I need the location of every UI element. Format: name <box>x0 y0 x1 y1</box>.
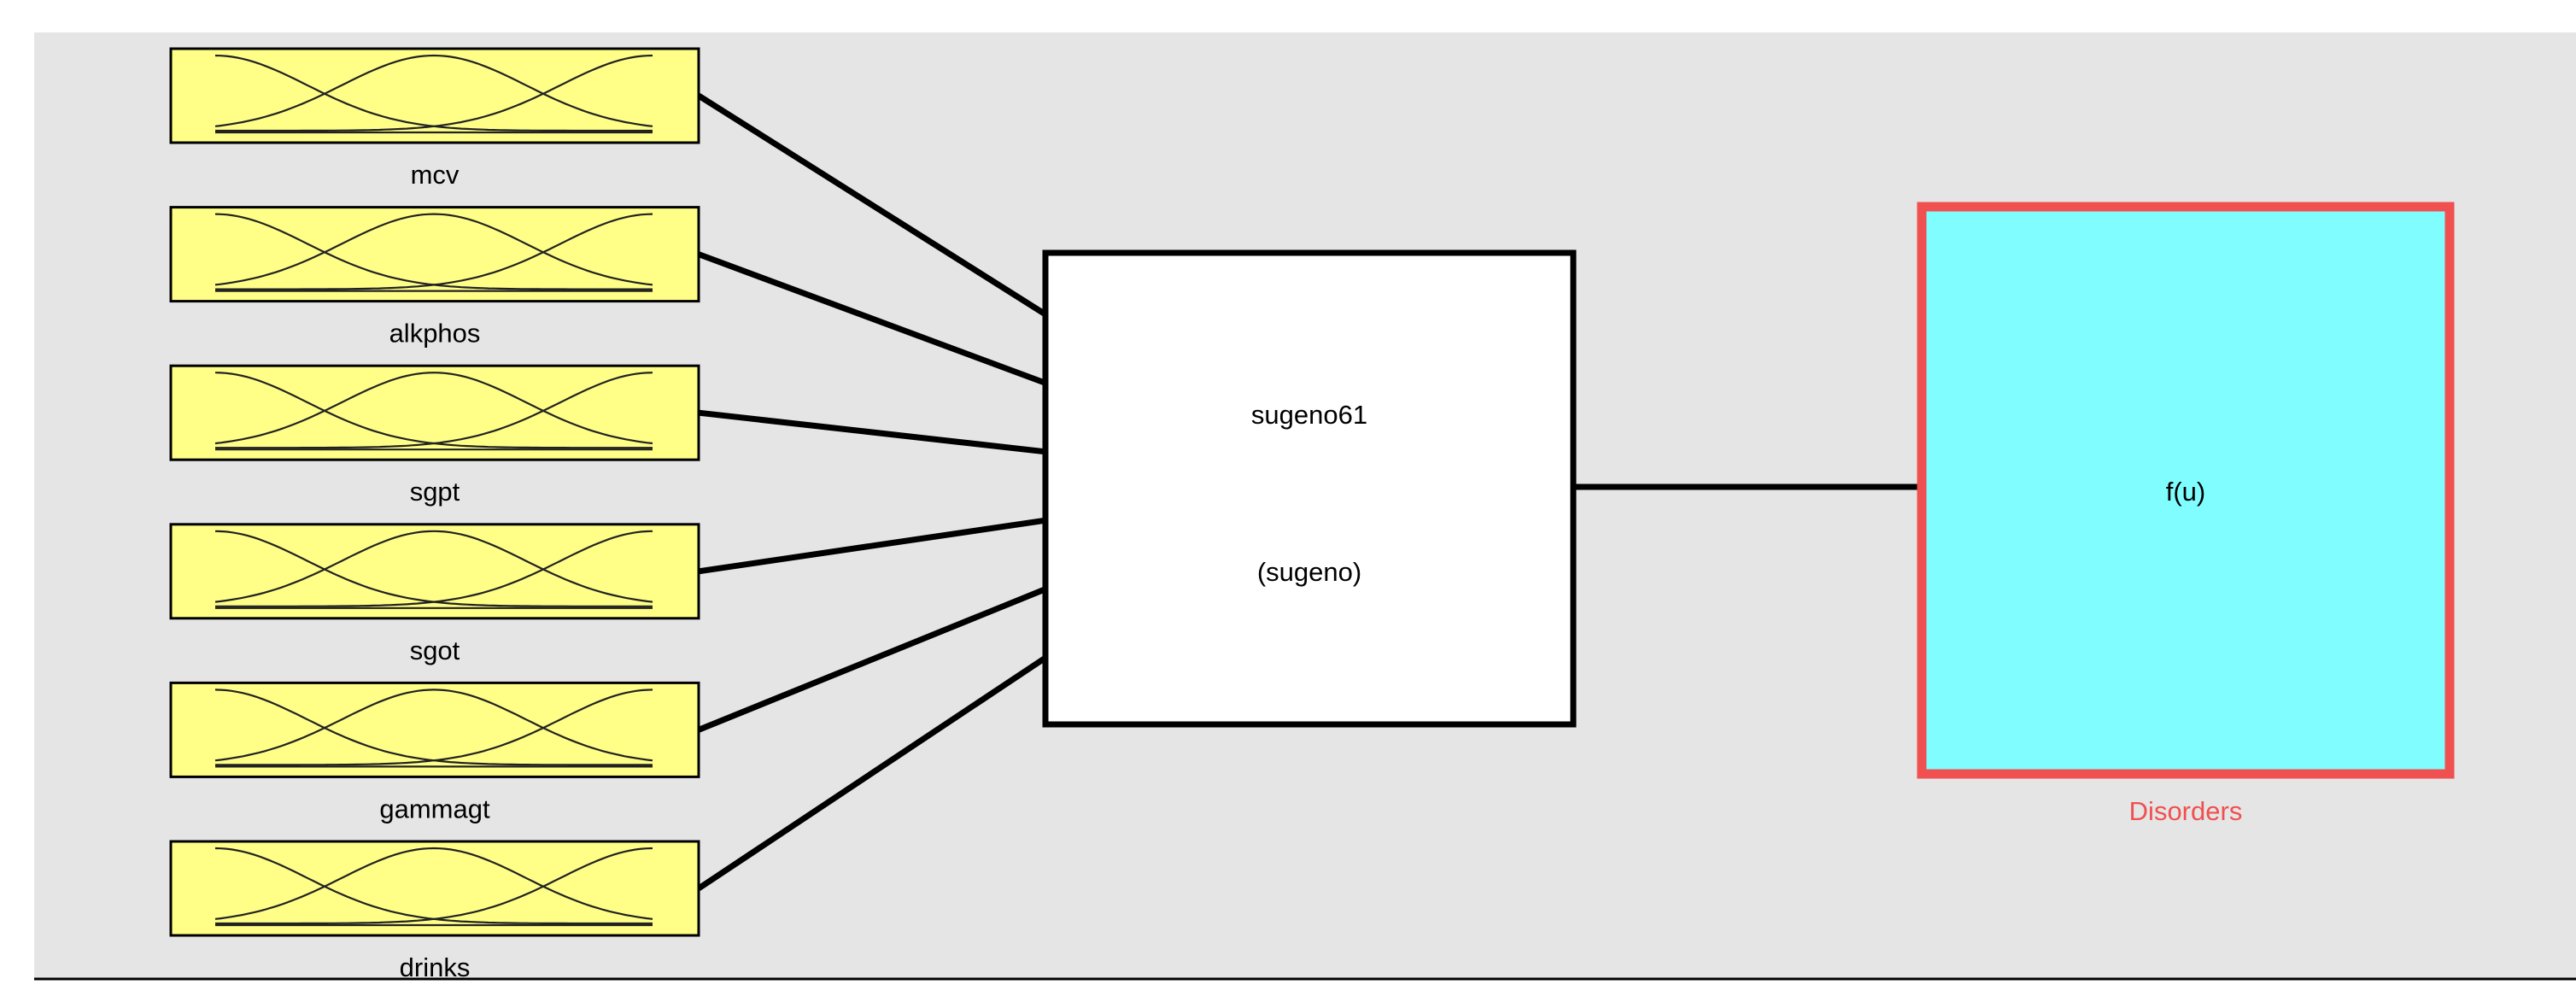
output-box[interactable] <box>1917 202 2455 779</box>
input-box[interactable] <box>169 840 700 937</box>
output-name: Disorders <box>2129 796 2243 826</box>
input-box[interactable] <box>169 364 700 461</box>
membership-curve <box>214 372 653 445</box>
membership-functions <box>214 54 653 134</box>
membership-functions <box>214 530 653 609</box>
system-box[interactable] <box>1042 249 1577 728</box>
membership-curve <box>214 530 653 603</box>
input-name: mcv <box>411 160 460 190</box>
fis-system-block[interactable]: sugeno61 (sugeno) <box>1042 249 1577 728</box>
connector-sgot <box>698 517 1046 575</box>
input-variable-sgot[interactable]: sgot <box>169 523 700 665</box>
membership-curve <box>214 689 653 762</box>
membership-curve <box>215 54 653 132</box>
input-box[interactable] <box>169 47 700 144</box>
input-name: gammagt <box>379 794 490 823</box>
membership-functions <box>214 372 653 451</box>
input-box[interactable] <box>169 206 700 303</box>
input-variable-sgpt[interactable]: sgpt <box>169 364 700 507</box>
system-type: (sugeno) <box>1257 557 1361 587</box>
input-name: alkphos <box>389 319 481 349</box>
input-box[interactable] <box>169 523 700 620</box>
membership-functions <box>214 847 653 927</box>
membership-curve <box>215 530 653 607</box>
input-variable-drinks[interactable]: drinks <box>169 840 700 982</box>
membership-functions <box>214 689 653 768</box>
output-function-label: f(u) <box>2166 477 2206 507</box>
system-name: sugeno61 <box>1251 400 1367 430</box>
membership-functions <box>214 213 653 292</box>
membership-curve <box>215 372 653 449</box>
connector-gammagt <box>697 586 1047 733</box>
connector-alkphos <box>697 251 1047 386</box>
output-variable[interactable]: f(u) Disorders <box>1917 202 2455 826</box>
connector-drinks <box>697 655 1047 891</box>
membership-curve <box>215 689 653 766</box>
membership-curve <box>214 54 653 127</box>
input-box[interactable] <box>169 681 700 778</box>
connector-mcv <box>697 93 1047 317</box>
membership-curve <box>215 847 653 925</box>
connection-lines <box>697 93 1922 891</box>
input-variable-gammagt[interactable]: gammagt <box>169 681 700 823</box>
membership-curve <box>214 213 653 286</box>
input-name: sgot <box>410 636 460 665</box>
input-variables: mcv alkphos sgpt sgot gammagt drinks <box>169 47 700 982</box>
input-name: drinks <box>400 952 471 982</box>
input-variable-alkphos[interactable]: alkphos <box>169 206 700 349</box>
membership-curve <box>214 847 653 920</box>
input-variable-mcv[interactable]: mcv <box>169 47 700 190</box>
membership-curve <box>215 213 653 290</box>
input-name: sgpt <box>410 477 460 507</box>
connector-sgpt <box>698 409 1046 455</box>
